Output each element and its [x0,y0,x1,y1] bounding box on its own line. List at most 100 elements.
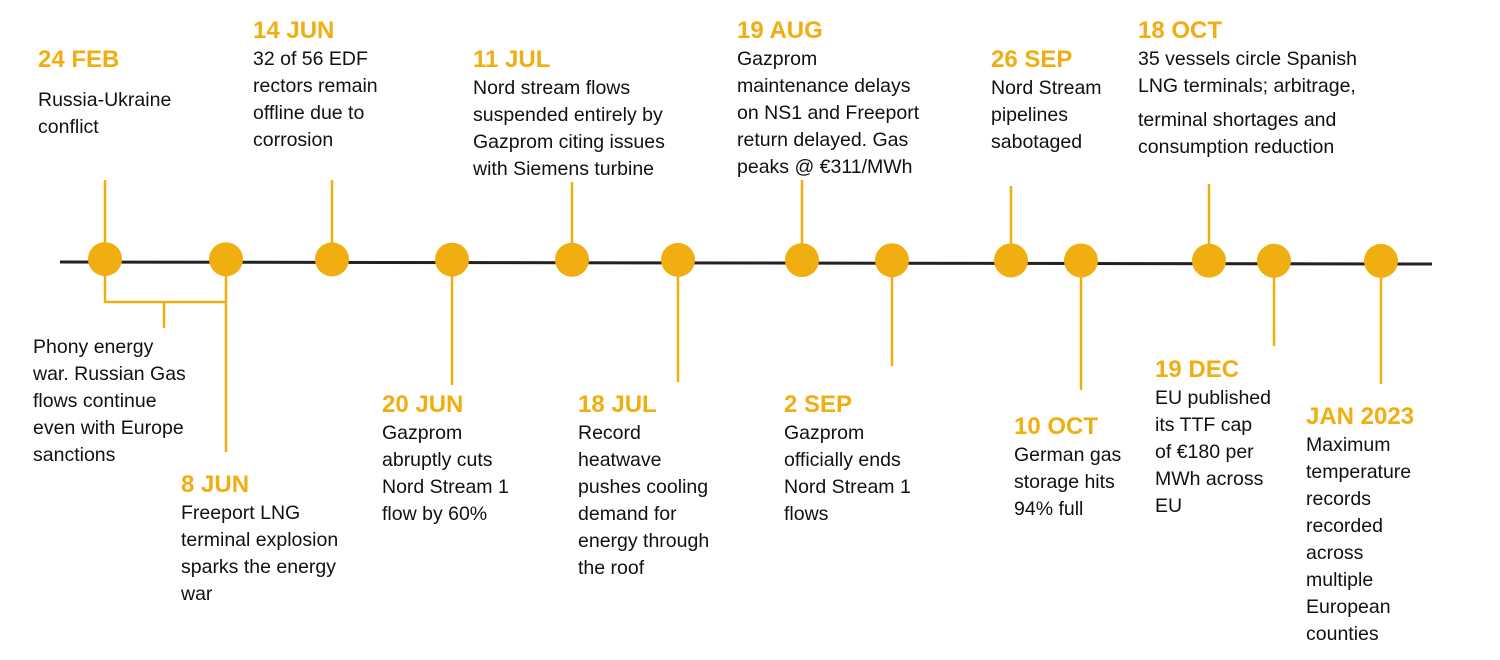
event-description-line: energy through [578,530,710,552]
event-description-line: demand for [578,503,677,525]
event-description-line: recorded [1306,515,1383,537]
timeline-event: 8 JUN Freeport LNG terminal explosion spark… [181,471,338,608]
event-description-line: on NS1 and Freeport [737,102,920,124]
event-description-line: storage hits [1014,471,1115,493]
event-description-line: officially ends [784,449,901,471]
shared-note: Phony energy war. Russian Gas flows contin… [33,334,186,469]
event-date: 20 JUN [382,391,464,418]
event-description-line: Gazprom [737,48,818,70]
event-marker [1192,243,1226,278]
event-marker [555,242,589,277]
timeline-event: 10 OCT German gas storage hits 94% full [1014,413,1121,523]
event-description-line: suspended entirely by [473,104,663,126]
event-description-line: consumption reduction [1138,136,1335,158]
event-description-line: 35 vessels circle Spanish [1138,48,1357,70]
event-description-line: corrosion [253,129,334,151]
event-description-line: LNG terminals; arbitrage, [1138,75,1356,97]
event-description-line: Nord Stream 1 [784,476,911,498]
bracket-connector [103,262,226,304]
event-description-line: Record [578,422,641,444]
event-description-line: pushes cooling [578,476,709,498]
event-marker [209,242,243,277]
event-date: 24 FEB [38,46,120,73]
event-description-line: EU published [1155,387,1271,409]
timeline-event: 26 SEP Nord Stream pipelines sabotaged [991,46,1102,156]
event-description-line: return delayed. Gas [737,129,909,151]
event-date: 8 JUN [181,471,250,498]
event-description-line: EU [1155,495,1183,517]
event-description-line: records [1306,488,1372,510]
event-description-line: Gazprom [382,422,463,444]
event-description-line: of €180 per [1155,441,1254,463]
note-line: flows continue [33,390,157,412]
event-marker [1364,243,1398,278]
event-description-line: sparks the energy [181,556,337,578]
event-marker [661,242,695,277]
event-marker [1064,243,1098,278]
event-date: 19 DEC [1155,356,1240,383]
timeline-event: 19 AUG Gazprom maintenance delays on NS1 an… [737,17,919,181]
event-date: 18 JUL [578,391,657,418]
event-description-line: pipelines [991,104,1068,126]
event-date: 26 SEP [991,46,1073,73]
event-description-line: European [1306,596,1391,618]
event-date: 11 JUL [473,46,551,73]
event-marker [785,243,819,278]
event-description-line: rectors remain [253,75,378,97]
event-date: 10 OCT [1014,413,1099,440]
event-description-line: terminal shortages and [1138,109,1337,131]
event-marker [994,243,1028,278]
event-description-line: peaks @ €311/MWh [737,156,913,178]
timeline-event: 14 JUN 32 of 56 EDF rectors remain offline … [253,17,378,154]
event-marker [88,242,122,277]
event-description-line: heatwave [578,449,662,471]
event-marker [435,242,469,277]
timeline-event: 19 DEC EU published its TTF cap of €180 per… [1155,356,1271,520]
event-description-line: multiple [1306,569,1374,591]
event-description-line: German gas [1014,444,1122,466]
event-description-line: MWh across [1155,468,1264,490]
event-description-line: offline due to [253,102,365,124]
note-line: sanctions [33,444,116,466]
note-line: war. Russian Gas [33,363,186,385]
event-date: 19 AUG [737,17,823,44]
event-description-line: Nord stream flows [473,77,631,99]
event-date: 14 JUN [253,17,335,44]
event-description-line: across [1306,542,1364,564]
event-description-line: its TTF cap [1155,414,1253,436]
note-line: Phony energy [33,336,154,358]
event-description-line: 94% full [1014,498,1084,520]
event-marker [1257,243,1291,278]
event-description-line: flows [784,503,829,525]
event-marker [875,243,909,278]
event-description-line: Nord Stream [991,77,1102,99]
event-description-line: flow by 60% [382,503,488,525]
event-description-line: counties [1306,623,1379,645]
event-date: JAN 2023 [1306,403,1415,430]
event-description-line: Gazprom [784,422,865,444]
event-description-line: Freeport LNG [181,502,301,524]
event-description-line: sabotaged [991,131,1083,153]
event-description-line: with Siemens turbine [473,158,655,180]
event-description-line: Russia-Ukraine [38,89,172,111]
event-description-line: abruptly cuts [382,449,493,471]
event-description-line: maintenance delays [737,75,911,97]
event-description-line: Gazprom citing issues [473,131,665,153]
timeline-event: 11 JUL Nord stream flows suspended entirel… [473,46,665,183]
event-description-line: conflict [38,116,99,138]
event-date: 18 OCT [1138,17,1223,44]
event-date: 2 SEP [784,391,853,418]
event-description-line: the roof [578,557,645,579]
event-marker [315,242,349,277]
timeline-axis [59,260,1433,266]
event-description-line: Nord Stream 1 [382,476,509,498]
event-description-line: war [181,583,213,605]
event-description-line: 32 of 56 EDF [253,48,368,70]
event-description-line: terminal explosion [181,529,339,551]
timeline-event: 18 JUL Record heatwave pushes cooling demand… [578,391,709,582]
